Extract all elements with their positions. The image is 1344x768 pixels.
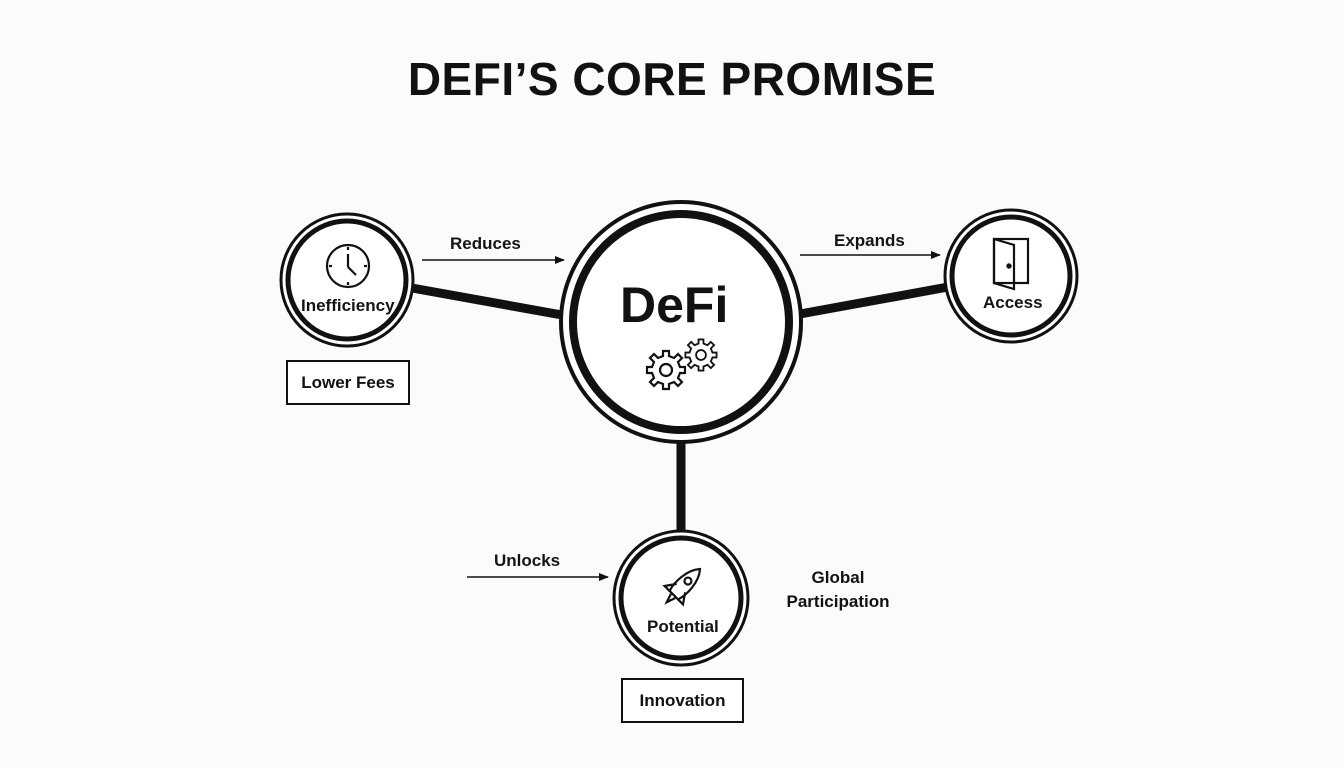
center-label: DeFi bbox=[620, 277, 729, 333]
gears-icon bbox=[645, 338, 718, 391]
connector-right bbox=[799, 282, 949, 319]
box-lower-fees-frame bbox=[286, 360, 410, 405]
door-icon bbox=[992, 237, 1030, 291]
node-label-access: Access bbox=[983, 293, 1043, 312]
connector-label-reduces: Reduces bbox=[450, 234, 521, 253]
box-innovation: Innovation bbox=[639, 690, 726, 710]
node-label-potential: Potential bbox=[647, 617, 719, 636]
box-lower-fees: Lower Fees bbox=[301, 372, 395, 392]
diagram-title: DEFI’S CORE PROMISE bbox=[407, 53, 937, 105]
box-innovation-frame bbox=[621, 678, 744, 723]
global-participation-line2: Participation bbox=[786, 592, 890, 611]
global-participation-line1: Global bbox=[811, 568, 865, 587]
node-inefficiency bbox=[279, 212, 415, 348]
global-participation-label: Global Participation bbox=[778, 566, 898, 614]
clock-icon bbox=[325, 243, 371, 289]
connector-label-expands: Expands bbox=[834, 231, 905, 250]
node-access bbox=[943, 208, 1079, 344]
connector-left bbox=[411, 283, 563, 320]
connector-label-unlocks: Unlocks bbox=[494, 551, 561, 570]
center-node bbox=[559, 200, 803, 444]
rocket-icon bbox=[662, 567, 702, 607]
node-label-inefficiency: Inefficiency bbox=[301, 296, 395, 315]
